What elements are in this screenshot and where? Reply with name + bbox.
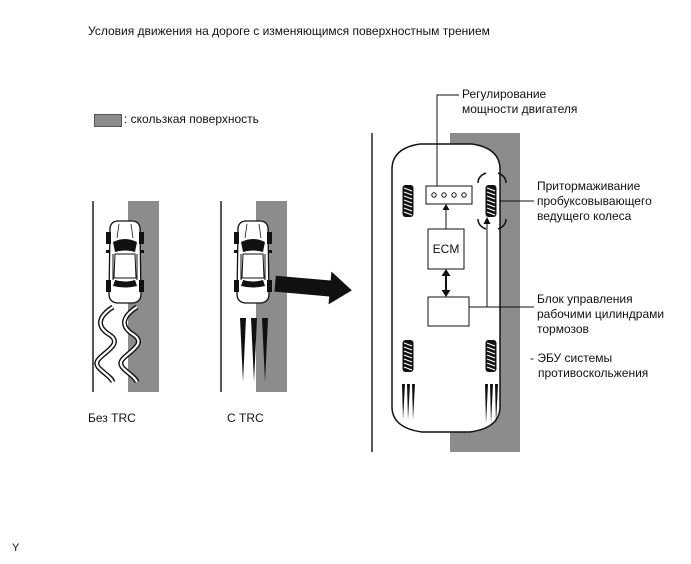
- label-actuator-line1: Блок управления: [537, 292, 633, 306]
- footer-mark: Y: [12, 542, 20, 554]
- label-engine-control-line1: Регулирование: [462, 87, 547, 101]
- label-actuator-line2: рабочими цилиндрами: [537, 307, 665, 321]
- label-actuator: Блок управления рабочими цилиндрами торм…: [537, 292, 664, 337]
- ecm-label: ECM: [432, 242, 460, 256]
- label-engine-control: Регулирование мощности двигателя: [462, 87, 577, 117]
- engine-control-box: [425, 185, 473, 205]
- arrow-right-icon: [274, 271, 352, 305]
- brake-actuator-box: [427, 296, 470, 327]
- detail-schematic: [371, 94, 534, 452]
- connector-dots: [431, 192, 467, 198]
- wavy-track-left: [94, 304, 117, 384]
- tire-front-right: [484, 184, 498, 218]
- label-skid-ecu-line2: противоскольжения: [538, 366, 649, 380]
- panel-without-trc: [92, 201, 159, 392]
- tire-front-left: [401, 184, 415, 218]
- ecm-actuator-double-arrow: [441, 269, 451, 297]
- legend-swatch: [94, 114, 122, 127]
- label-brake-slip: Притормаживание пробуксовывающего ведуще…: [537, 179, 652, 224]
- rear-tire-tracks: [402, 384, 498, 424]
- legend-label: : скользкая поверхность: [124, 112, 259, 126]
- car-without-trc: [105, 220, 145, 304]
- label-brake-slip-line2: пробуксовывающего: [537, 194, 652, 208]
- tire-rear-right: [484, 339, 498, 373]
- caption-without-trc: Без TRC: [88, 411, 136, 425]
- straight-tracks: [240, 318, 268, 382]
- wheel-spin-marks: [477, 172, 507, 230]
- label-skid-ecu-line1: - ЭБУ системы: [530, 351, 613, 365]
- ecm-to-engine-arrow: [442, 204, 450, 229]
- tire-rear-left: [401, 339, 415, 373]
- label-actuator-line3: тормозов: [537, 322, 589, 336]
- caption-with-trc: С TRC: [227, 411, 264, 425]
- label-engine-control-line2: мощности двигателя: [462, 102, 578, 116]
- panel-with-trc: [220, 201, 287, 392]
- page-title: Условия движения на дороге с изменяющимс…: [88, 24, 490, 38]
- label-skid-ecu: - ЭБУ системы противоскольжения: [530, 351, 648, 381]
- leader-engine-control: [436, 94, 459, 186]
- label-brake-slip-line3: ведущего колеса: [537, 209, 632, 223]
- car-with-trc: [233, 220, 273, 304]
- label-brake-slip-line1: Притормаживание: [537, 179, 641, 193]
